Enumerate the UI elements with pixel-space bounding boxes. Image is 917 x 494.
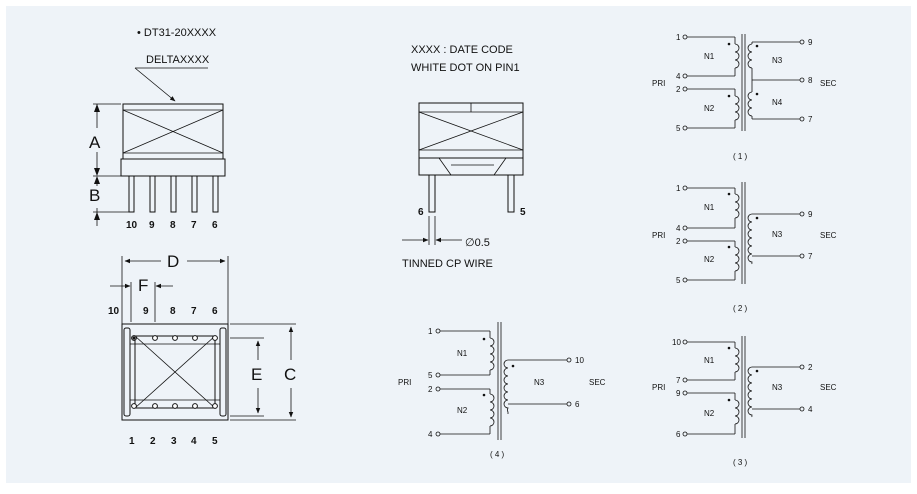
side-view: • DT31-20XXXX DELTAXXXX 10 9 8 7 6 A [89,27,226,231]
end-view: XXXX : DATE CODE WHITE DOT ON PIN1 6 5 ∅… [402,44,526,270]
s1-pin-8: 8 [808,76,813,85]
top-pin-9: 9 [143,306,149,317]
s2-pin-7: 7 [808,252,813,261]
s2-caption: ( 2 ) [733,304,748,313]
wire-note: TINNED CP WIRE [402,258,493,270]
top-pin-6: 6 [212,306,218,317]
s2-pin-5: 5 [676,276,681,285]
top-pin-3: 3 [171,436,177,447]
wire-diameter: ∅0.5 [465,237,490,249]
top-pin-4: 4 [191,436,197,447]
schematic-1: 1 4 2 5 9 8 7 N1 N2 N3 N4 PRI SEC ( 1 ) [652,33,837,161]
s4-pin-6: 6 [575,400,580,409]
top-pin-10: 10 [108,306,120,317]
dim-b-label: B [89,186,100,205]
s1-n4: N4 [772,98,783,107]
top-pin-1: 1 [129,436,135,447]
s1-pin-9: 9 [808,38,813,47]
s3-pin-7: 7 [676,376,681,385]
s2-n1: N1 [704,203,715,212]
side-pin-7: 7 [191,220,197,231]
schematic-3: 10 7 9 6 2 4 N1 N2 N3 PRI SEC ( 3 ) [652,336,837,467]
s2-pin-4: 4 [676,224,681,233]
end-pin-6: 6 [418,207,424,218]
dim-f-label: F [138,276,148,295]
date-code-note: XXXX : DATE CODE [411,44,513,56]
s2-n3: N3 [772,230,783,239]
end-pin-5: 5 [520,207,526,218]
pin1-dot [132,336,136,340]
part-number-label: • DT31-20XXXX [137,27,217,39]
top-pin-2: 2 [150,436,156,447]
s1-pin-5: 5 [676,124,681,133]
dim-e-label: E [251,365,262,384]
side-pin-9: 9 [149,220,155,231]
s3-pin-6: 6 [676,430,681,439]
s4-pin-10: 10 [575,356,584,365]
side-pin-10: 10 [126,220,138,231]
s4-sec: SEC [589,378,606,387]
s3-pin-9: 9 [676,389,681,398]
s2-pri: PRI [652,231,665,240]
side-pin-6: 6 [212,220,218,231]
s4-pin-4: 4 [428,430,433,439]
s4-pin-5: 5 [428,371,433,380]
s1-sec: SEC [820,79,837,88]
s3-n2: N2 [704,409,715,418]
s1-pin-2: 2 [676,85,681,94]
s2-pin-2: 2 [676,237,681,246]
pin1-note: WHITE DOT ON PIN1 [411,62,520,74]
s1-n3: N3 [772,56,783,65]
dim-d-label: D [167,252,179,271]
top-pin-7: 7 [191,306,197,317]
s3-n3: N3 [772,383,783,392]
s4-n3: N3 [534,378,545,387]
s1-caption: ( 1 ) [733,152,748,161]
s3-pin-2: 2 [808,363,813,372]
s1-n2: N2 [704,104,715,113]
s1-n1: N1 [704,52,715,61]
top-pin-5: 5 [212,436,218,447]
bobbin-outline-top [121,323,229,421]
s3-pin-4: 4 [808,405,813,414]
s4-caption: ( 4 ) [490,450,505,459]
s2-sec: SEC [820,231,837,240]
schematic-2: 1 4 2 5 9 7 N1 N2 N3 PRI SEC ( 2 ) [652,182,837,313]
dim-a-label: A [89,133,101,152]
s3-pri: PRI [652,383,665,392]
s3-caption: ( 3 ) [733,458,748,467]
s1-pin-4: 4 [676,72,681,81]
s2-pin-9: 9 [808,210,813,219]
s3-sec: SEC [820,383,837,392]
top-view: D F 10 9 8 7 6 1 2 3 4 5 E [108,252,296,447]
s2-pin-1: 1 [676,184,681,193]
s4-n2: N2 [457,406,468,415]
s3-pin-10: 10 [672,338,681,347]
s4-pri: PRI [398,378,411,387]
brand-label: DELTAXXXX [146,54,210,66]
s1-pin-1: 1 [676,33,681,42]
dim-c-label: C [284,365,296,384]
s1-pin-7: 7 [808,115,813,124]
side-pin-8: 8 [170,220,176,231]
s4-pin-1: 1 [428,327,433,336]
s4-n1: N1 [457,349,468,358]
s4-pin-2: 2 [428,385,433,394]
schematic-4: 1 5 2 4 10 6 N1 N2 N3 PRI SEC ( 4 ) [398,322,606,459]
s2-n2: N2 [704,255,715,264]
top-pin-8: 8 [170,306,176,317]
s1-pri: PRI [652,79,665,88]
s3-n1: N1 [704,356,715,365]
